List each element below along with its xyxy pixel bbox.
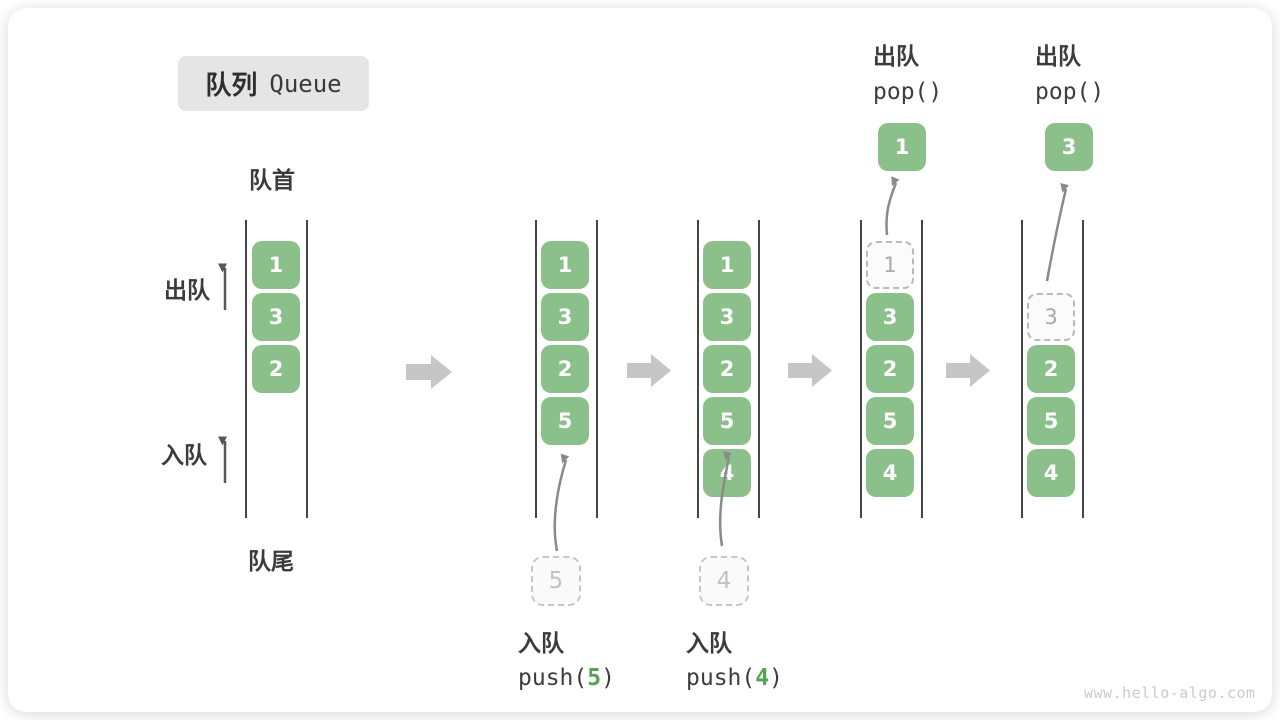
queue-item: 2 — [252, 345, 300, 393]
pop-arrow-1 — [885, 176, 900, 236]
block-arrow-icon — [788, 354, 832, 387]
title-en: Queue — [269, 69, 342, 98]
caption-action: 入队 — [686, 630, 732, 656]
popped-item: 3 — [1045, 123, 1093, 171]
queue-item: 4 — [866, 449, 914, 497]
label-dequeue-left: 出队 — [164, 277, 210, 303]
caption-code: push(5) — [518, 665, 615, 691]
queue-item: 4 — [1027, 449, 1075, 497]
block-arrow-icon — [946, 354, 990, 387]
rail — [921, 220, 923, 518]
queue-item-dashed: 3 — [1027, 293, 1075, 341]
queue-item: 1 — [541, 241, 589, 289]
queue-item: 2 — [1027, 345, 1075, 393]
queue-item: 5 — [541, 397, 589, 445]
rail — [697, 220, 699, 518]
queue-item: 2 — [703, 345, 751, 393]
rail — [758, 220, 760, 518]
code-arg: 4 — [755, 665, 770, 691]
header-action: 出队 — [873, 43, 919, 69]
queue-item: 3 — [252, 293, 300, 341]
staging-item-dashed: 5 — [531, 556, 581, 606]
queue-item: 2 — [541, 345, 589, 393]
enqueue-caption: 入队 push(5) — [518, 626, 615, 696]
rail — [1082, 220, 1084, 518]
queue-item: 1 — [703, 241, 751, 289]
queue-item: 3 — [541, 293, 589, 341]
queue-item-dashed: 1 — [866, 241, 914, 289]
pop-arrow-3 — [1045, 182, 1069, 282]
title-badge: 队列 Queue — [178, 56, 369, 111]
queue-item: 5 — [703, 397, 751, 445]
queue-diagram: 队列 Queue 队首 队尾 出队 入队 1 3 2 1 3 2 5 5 入队 … — [8, 8, 1272, 712]
queue-item: 3 — [703, 293, 751, 341]
dequeue-header: 出队 pop() — [873, 38, 942, 110]
title-zh: 队列 — [205, 70, 258, 100]
queue-item: 5 — [866, 397, 914, 445]
rail — [1021, 220, 1023, 518]
queue-item: 2 — [866, 345, 914, 393]
watermark: www.hello-algo.com — [1084, 684, 1256, 702]
code-arg: 5 — [587, 665, 602, 691]
label-queue-front: 队首 — [249, 167, 295, 193]
caption-code: push(4) — [686, 665, 783, 691]
staging-item-dashed: 4 — [699, 556, 749, 606]
push-arrow-5 — [553, 453, 570, 552]
dequeue-header: 出队 pop() — [1035, 38, 1104, 110]
header-code: pop() — [873, 79, 943, 105]
block-arrow-icon — [627, 354, 671, 387]
queue-item: 5 — [1027, 397, 1075, 445]
enqueue-caption: 入队 push(4) — [686, 626, 783, 696]
rail — [596, 220, 598, 518]
queue-item: 1 — [252, 241, 300, 289]
queue-item: 4 — [703, 449, 751, 497]
block-arrow-icon — [406, 355, 452, 389]
rail — [535, 220, 537, 518]
caption-action: 入队 — [518, 630, 564, 656]
header-action: 出队 — [1035, 43, 1081, 69]
diagram-card: 队列 Queue 队首 队尾 出队 入队 1 3 2 1 3 2 5 5 入队 … — [8, 8, 1272, 712]
rail — [306, 220, 308, 518]
header-code: pop() — [1035, 79, 1105, 105]
rail — [860, 220, 862, 518]
label-queue-rear: 队尾 — [248, 548, 294, 574]
label-enqueue-left: 入队 — [161, 442, 207, 468]
queue-item: 3 — [866, 293, 914, 341]
popped-item: 1 — [878, 123, 926, 171]
rail — [245, 220, 247, 518]
